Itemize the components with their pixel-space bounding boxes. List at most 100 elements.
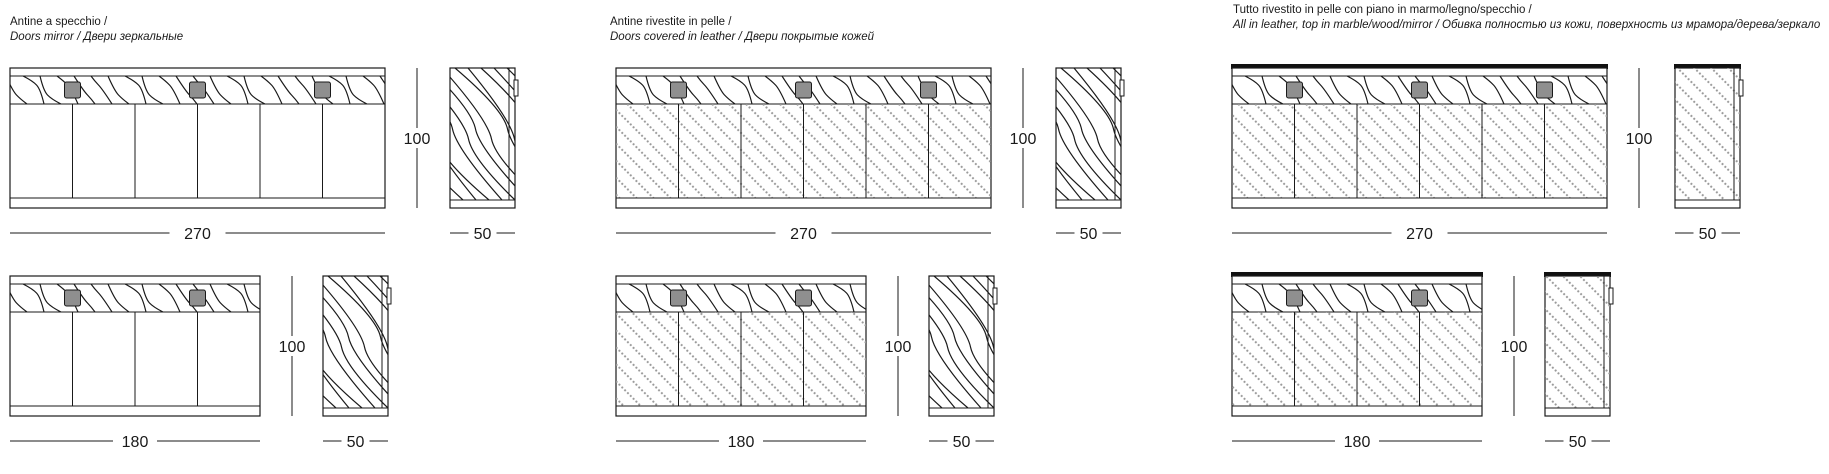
side-hatch-stroke	[959, 276, 994, 312]
drawer-handle-icon	[1286, 289, 1303, 307]
caption-mirror: Antine a specchio / Doors mirror / Двери…	[10, 15, 183, 45]
hatch-stroke	[696, 284, 719, 312]
hatch-stroke	[90, 284, 113, 312]
hatch-stroke	[849, 76, 872, 104]
side-hatch-stroke	[929, 284, 994, 384]
side-view-all-leather: 50	[1674, 64, 1744, 243]
side-texture	[1545, 276, 1610, 408]
depth-label-gap	[947, 437, 976, 445]
hatch-stroke	[1431, 284, 1454, 312]
hatch-stroke	[1312, 76, 1335, 104]
side-hatch-stroke	[323, 296, 388, 395]
hatch-stroke	[1516, 76, 1539, 104]
height-label-gap	[1617, 128, 1661, 148]
hatch-stroke	[345, 76, 368, 104]
hatch-stroke	[22, 76, 45, 104]
hatch-stroke	[849, 284, 866, 310]
hatch-stroke	[1482, 76, 1505, 104]
height-label-gap	[876, 336, 920, 356]
hatch-stroke	[1584, 76, 1607, 104]
hatch-stroke	[645, 76, 668, 104]
side-hatch-stroke	[506, 68, 515, 77]
side-handle-icon	[513, 79, 519, 97]
side-hatch-stroke	[323, 284, 388, 384]
side-texture	[450, 68, 515, 200]
hatch-stroke	[39, 284, 62, 312]
hatch-stroke	[1232, 102, 1233, 104]
width-label-gap	[113, 437, 157, 445]
hatch-stroke	[713, 76, 736, 104]
hatch-stroke	[832, 284, 855, 312]
hatch-stroke	[616, 102, 617, 104]
side-outline	[1055, 67, 1122, 209]
height-label-gap	[395, 128, 439, 148]
drawer-handle-icon	[64, 289, 81, 307]
hatch-stroke	[124, 76, 147, 104]
side-hatch-stroke	[327, 276, 388, 356]
hatch-stroke	[1329, 284, 1352, 312]
hatch-stroke	[22, 284, 45, 312]
width-dimension-label: 270	[790, 226, 817, 243]
drawer-handle-icon	[670, 289, 687, 307]
hatch-stroke	[243, 76, 266, 104]
width-dimension-label: 180	[728, 434, 755, 451]
hatch-stroke	[747, 76, 770, 104]
side-hatch-stroke	[946, 276, 994, 351]
hatch-stroke	[645, 284, 668, 312]
hatch-stroke	[1567, 76, 1590, 104]
hatch-stroke	[968, 76, 991, 104]
hatch-stroke	[951, 76, 974, 104]
hatch-stroke	[1431, 76, 1454, 104]
hatch-stroke	[815, 76, 838, 104]
hatch-stroke	[1346, 284, 1369, 312]
side-hatch-stroke	[1056, 161, 1096, 200]
side-hatch-stroke	[933, 276, 994, 356]
drawer-handle-icon	[1536, 81, 1553, 99]
hatch-stroke	[1261, 76, 1284, 104]
hatch-stroke	[616, 310, 617, 312]
hatch-stroke	[1232, 83, 1250, 104]
hatch-stroke	[934, 76, 957, 104]
drawer-handle-icon	[670, 81, 687, 99]
side-hatch-stroke	[929, 296, 994, 395]
hatch-stroke	[730, 76, 753, 104]
hatch-stroke	[764, 284, 787, 312]
drawer-handle-icon	[1411, 81, 1428, 99]
side-hatch-stroke	[1056, 165, 1083, 200]
side-view-leather-doors: 50	[928, 275, 998, 451]
hatch-stroke	[158, 76, 181, 104]
side-hatch-stroke	[454, 68, 515, 148]
hatch-stroke	[1244, 76, 1267, 104]
side-texture	[1675, 68, 1740, 200]
hatch-stroke	[815, 284, 838, 312]
hatch-stroke	[328, 76, 351, 104]
height-label-gap	[1492, 336, 1536, 356]
drawer-handle-icon	[314, 81, 331, 99]
side-leather-texture	[1545, 276, 1610, 408]
side-handle-icon	[992, 287, 998, 305]
width-label-gap	[719, 437, 763, 445]
height-dimension-label: 100	[1626, 131, 1653, 148]
side-handle-icon	[1608, 287, 1614, 305]
hatch-stroke	[294, 76, 317, 104]
hatch-stroke	[883, 76, 906, 104]
hatch-stroke	[628, 76, 651, 104]
side-hatch-stroke	[1056, 120, 1109, 200]
side-hatch-stroke	[467, 68, 515, 143]
side-hatch-stroke	[450, 165, 477, 200]
side-hatch-stroke	[450, 76, 515, 176]
hatch-stroke	[1448, 284, 1471, 312]
width-label-gap	[1391, 229, 1448, 237]
hatch-stroke	[1380, 76, 1403, 104]
drawer-handle-icon	[1411, 289, 1428, 307]
hatch-stroke	[1363, 284, 1386, 312]
top-slab	[1231, 64, 1608, 69]
hatch-stroke	[226, 284, 249, 312]
caption-leather-doors: Antine rivestite in pelle / Doors covere…	[610, 15, 874, 45]
drawer-handle-icon	[64, 81, 81, 99]
side-top-slab	[1674, 64, 1741, 69]
side-outline	[449, 67, 516, 209]
hatch-stroke	[1244, 284, 1267, 312]
